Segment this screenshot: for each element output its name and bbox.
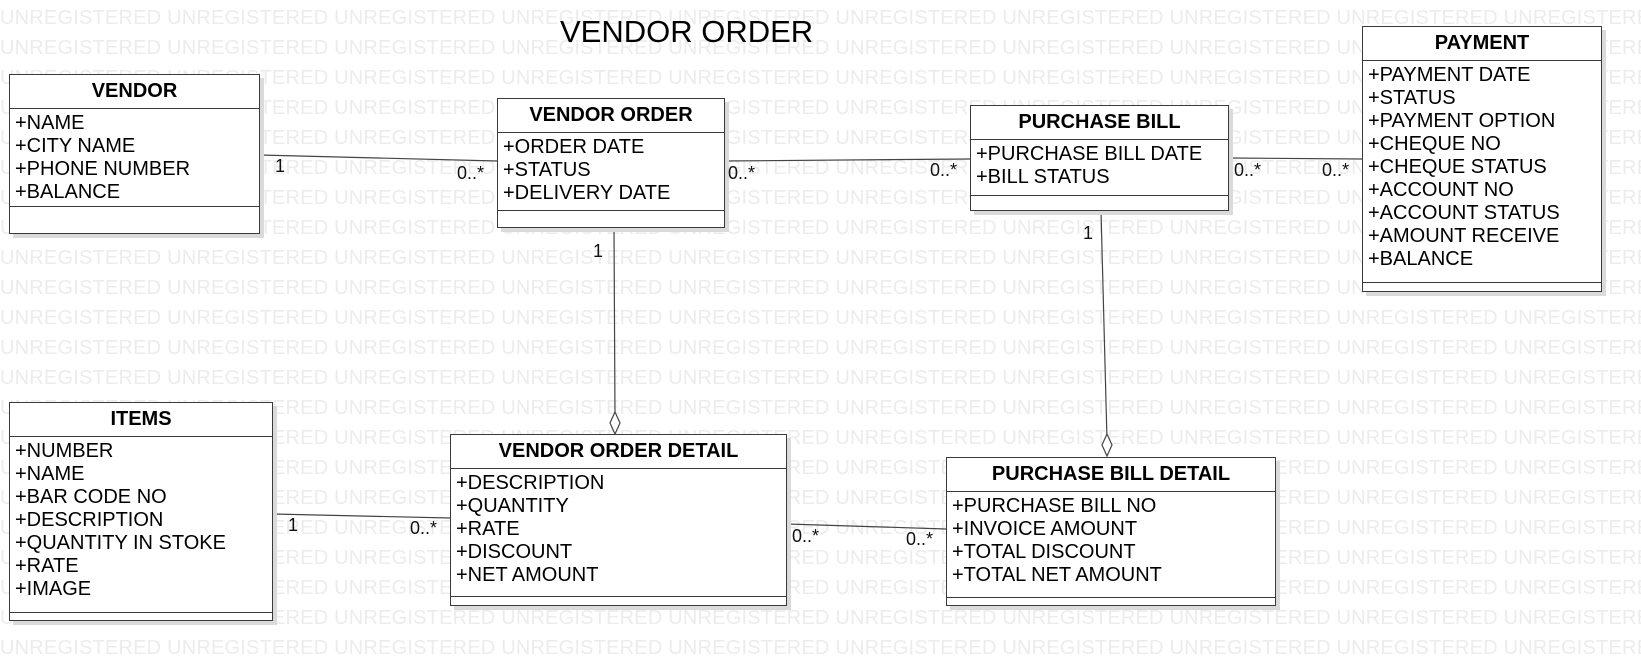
attribute: +ACCOUNT STATUS: [1368, 202, 1560, 224]
class-vendor-order-detail[interactable]: VENDOR ORDER DETAIL +DESCRIPTION +QUANTI…: [450, 434, 787, 606]
attribute: +PHONE NUMBER: [15, 158, 191, 180]
attribute: +RATE: [456, 518, 520, 540]
attribute: +AMOUNT RECEIVE: [1368, 225, 1560, 247]
attribute: +CHEQUE STATUS: [1368, 156, 1547, 178]
attribute: +ACCOUNT NO: [1368, 179, 1514, 201]
aggregation-diamond-order-detail: [609, 410, 621, 436]
class-purchase-bill-name: PURCHASE BILL: [971, 106, 1228, 140]
association-bill-payment: [1228, 157, 1363, 160]
attribute: +TOTAL DISCOUNT: [952, 541, 1136, 563]
class-purchase-bill-detail[interactable]: PURCHASE BILL DETAIL +PURCHASE BILL NO +…: [946, 457, 1276, 606]
multiplicity-label: 1: [275, 156, 286, 176]
multiplicity-label: 0..*: [906, 529, 934, 549]
attribute: +BALANCE: [15, 181, 121, 203]
attribute: +BALANCE: [1368, 248, 1474, 270]
multiplicity-label: 0..*: [1234, 160, 1262, 180]
attribute: +DESCRIPTION: [456, 472, 605, 494]
attribute: +INVOICE AMOUNT: [952, 518, 1138, 540]
attribute: +PAYMENT OPTION: [1368, 110, 1556, 132]
class-purchase-bill-attributes: +PURCHASE BILL DATE +BILL STATUS: [971, 140, 1228, 196]
multiplicity-label: 1: [1083, 223, 1094, 243]
attribute: +NAME: [15, 112, 85, 134]
attribute: +STATUS: [1368, 87, 1456, 109]
attribute: +DESCRIPTION: [15, 509, 164, 531]
multiplicity-label: 0..*: [410, 518, 438, 538]
multiplicity-label: 1: [593, 241, 604, 261]
attribute: +CHEQUE NO: [1368, 133, 1501, 155]
attribute: +DELIVERY DATE: [503, 182, 671, 204]
attribute: +ORDER DATE: [503, 136, 645, 158]
attribute: +NAME: [15, 463, 85, 485]
class-vendor-order-attributes: +ORDER DATE +STATUS +DELIVERY DATE: [498, 133, 724, 211]
attribute: +PAYMENT DATE: [1368, 64, 1531, 86]
class-purchase-bill-detail-attributes: +PURCHASE BILL NO +INVOICE AMOUNT +TOTAL…: [947, 492, 1275, 598]
attribute: +TOTAL NET AMOUNT: [952, 564, 1162, 586]
class-items[interactable]: ITEMS +NUMBER +NAME +BAR CODE NO +DESCRI…: [9, 402, 273, 621]
multiplicity-label: 0..*: [1322, 160, 1350, 180]
class-payment-name: PAYMENT: [1363, 27, 1601, 61]
association-detail-billdetail: [786, 523, 947, 530]
multiplicity-label: 1: [288, 515, 299, 535]
diagram-title: VENDOR ORDER: [560, 14, 814, 49]
class-items-name: ITEMS: [10, 403, 272, 437]
association-items-detail: [272, 513, 451, 519]
class-vendor-attributes: +NAME +CITY NAME +PHONE NUMBER +BALANCE: [10, 109, 259, 207]
class-payment-attributes: +PAYMENT DATE +STATUS +PAYMENT OPTION +C…: [1363, 61, 1601, 283]
attribute: +BAR CODE NO: [15, 486, 167, 508]
class-purchase-bill-detail-name: PURCHASE BILL DETAIL: [947, 458, 1275, 492]
attribute: +QUANTITY: [456, 495, 569, 517]
aggregation-bill-billdetail: [1100, 210, 1108, 441]
multiplicity-label: 0..*: [728, 163, 756, 183]
association-order-bill: [724, 158, 971, 162]
association-vendor-order: [259, 154, 498, 162]
attribute: +PURCHASE BILL NO: [952, 495, 1157, 517]
multiplicity-label: 0..*: [457, 163, 485, 183]
attribute: +QUANTITY IN STOKE: [15, 532, 226, 554]
attribute: +DISCOUNT: [456, 541, 573, 563]
multiplicity-label: 0..*: [792, 526, 820, 546]
attribute: +NUMBER: [15, 440, 114, 462]
class-vendor-order[interactable]: VENDOR ORDER +ORDER DATE +STATUS +DELIVE…: [497, 98, 725, 228]
aggregation-diamond-bill-detail: [1101, 432, 1113, 458]
attribute: +STATUS: [503, 159, 591, 181]
class-vendor[interactable]: VENDOR +NAME +CITY NAME +PHONE NUMBER +B…: [9, 74, 260, 234]
class-vendor-order-name: VENDOR ORDER: [498, 99, 724, 133]
class-vendor-order-detail-name: VENDOR ORDER DETAIL: [451, 435, 786, 469]
attribute: +IMAGE: [15, 578, 92, 600]
attribute: +BILL STATUS: [976, 166, 1110, 188]
class-payment[interactable]: PAYMENT +PAYMENT DATE +STATUS +PAYMENT O…: [1362, 26, 1602, 292]
class-vendor-order-detail-attributes: +DESCRIPTION +QUANTITY +RATE +DISCOUNT +…: [451, 469, 786, 597]
attribute: +RATE: [15, 555, 79, 577]
attribute: +PURCHASE BILL DATE: [976, 143, 1203, 165]
attribute: +NET AMOUNT: [456, 564, 599, 586]
class-purchase-bill[interactable]: PURCHASE BILL +PURCHASE BILL DATE +BILL …: [970, 105, 1229, 211]
multiplicity-label: 0..*: [930, 160, 958, 180]
attribute: +CITY NAME: [15, 135, 136, 157]
class-items-attributes: +NUMBER +NAME +BAR CODE NO +DESCRIPTION …: [10, 437, 272, 613]
aggregation-order-detail: [613, 227, 616, 419]
class-vendor-name: VENDOR: [10, 75, 259, 109]
